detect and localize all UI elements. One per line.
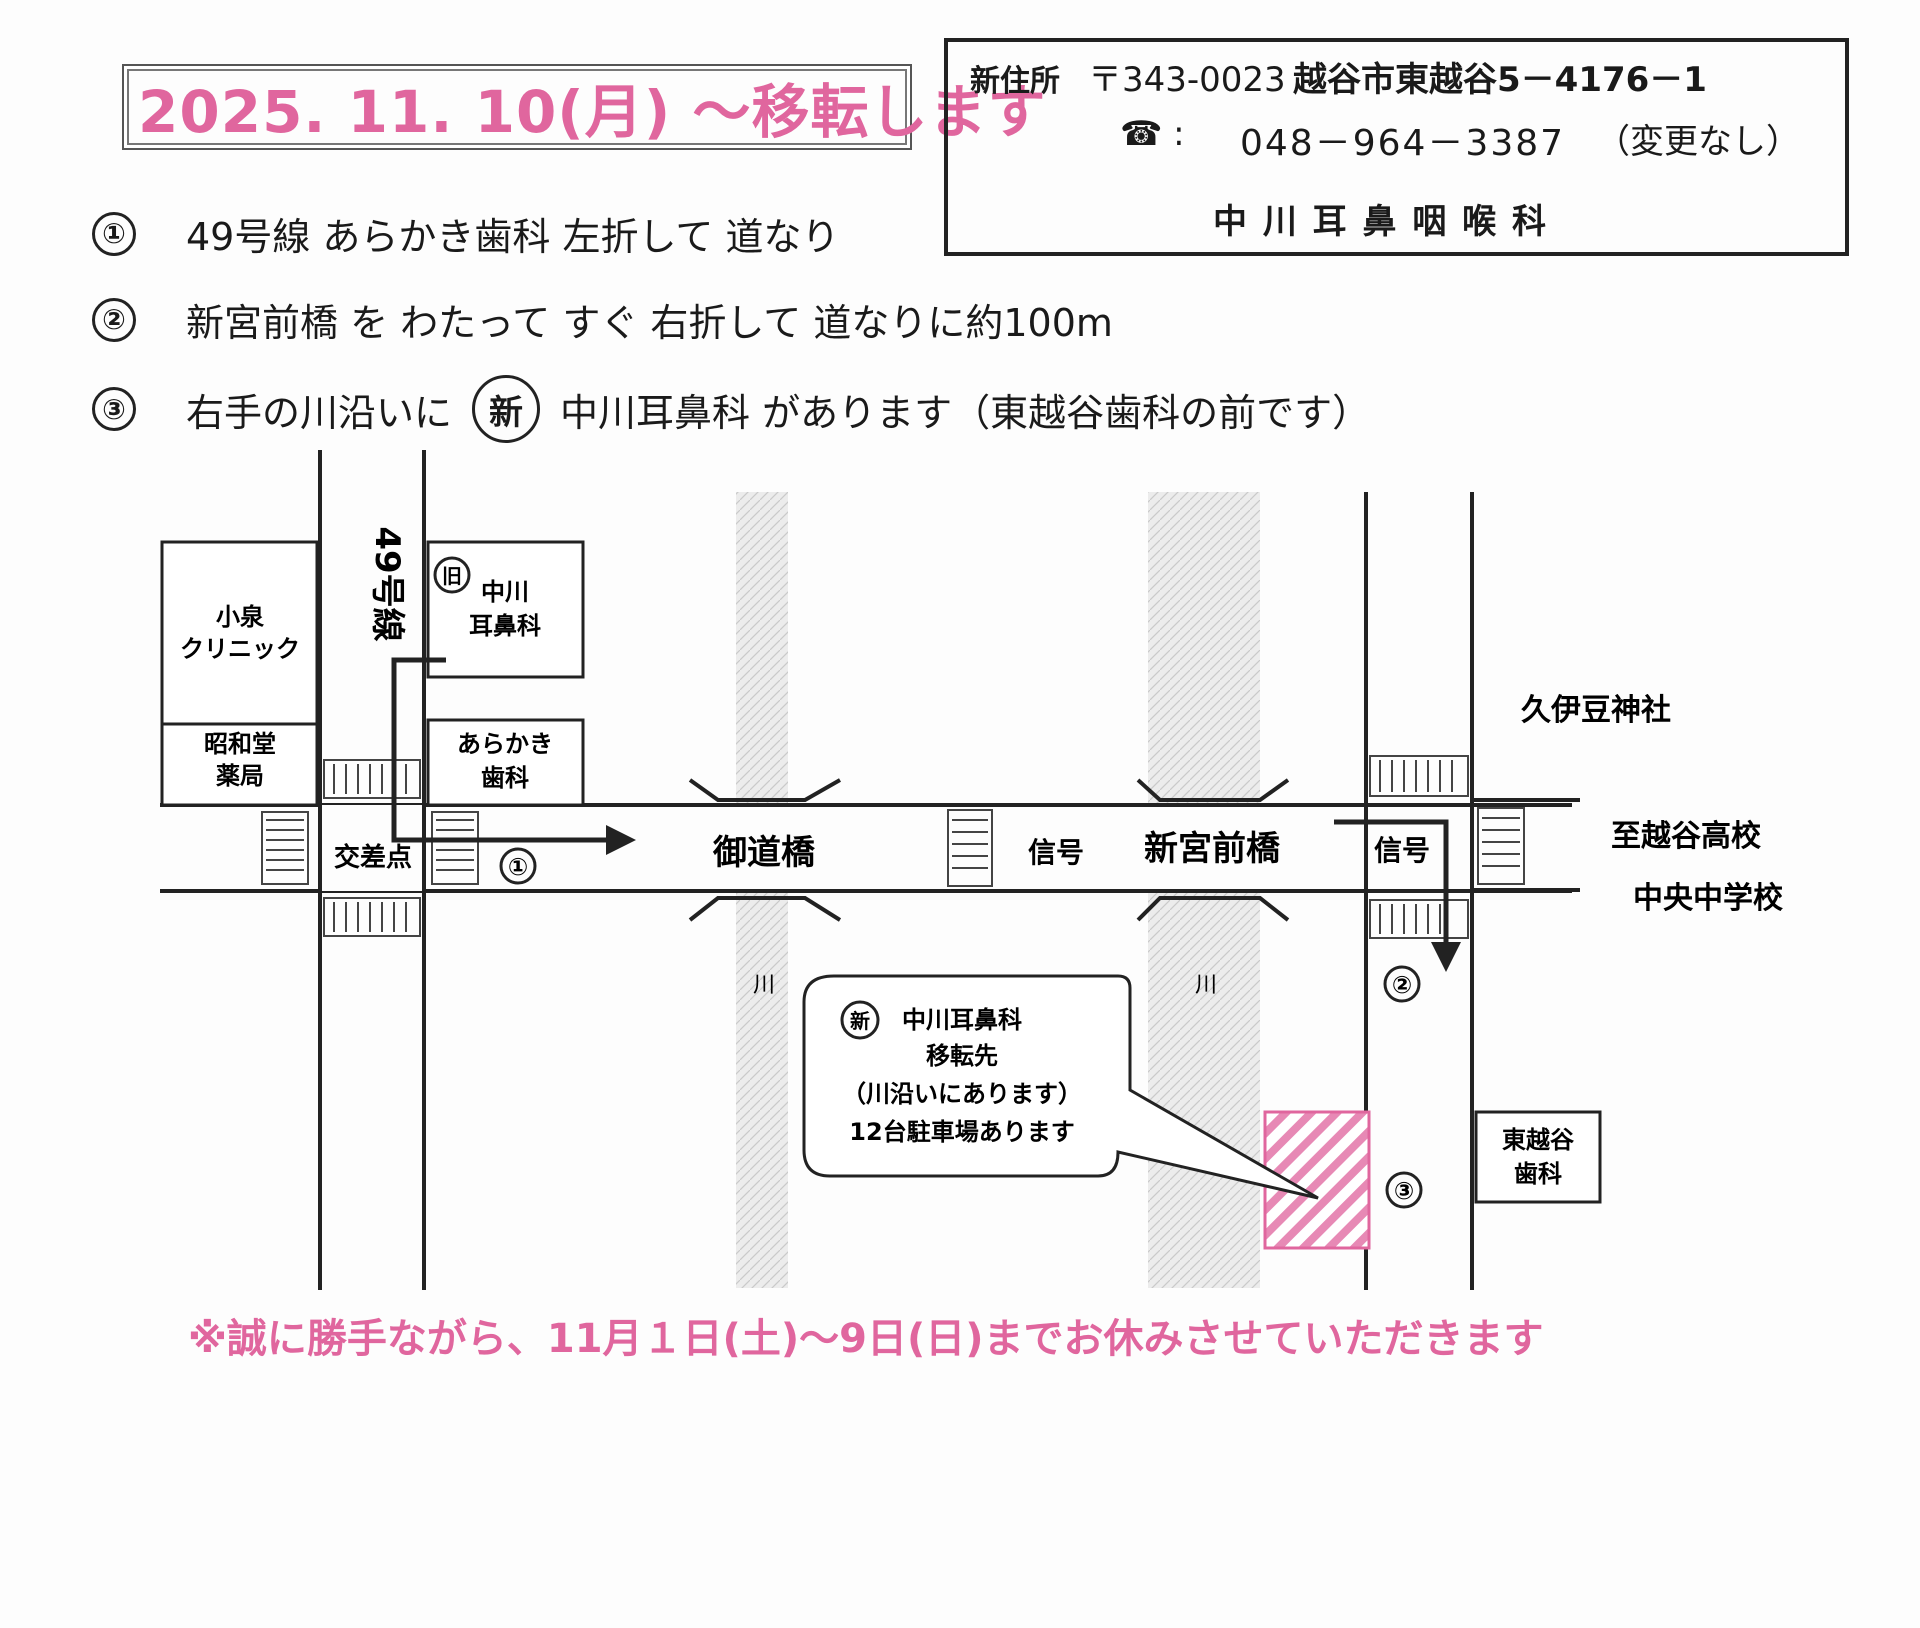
crosswalk-signal-2-north: [1369, 755, 1469, 797]
map-step-3-circle: [1385, 1171, 1423, 1209]
new-address-label: 新住所: [970, 64, 1060, 99]
callout-line-4: 12台駐車場あります: [849, 1118, 1074, 1146]
koizumi-clinic-building: [160, 540, 319, 726]
map-step-2-circle: [1383, 965, 1421, 1003]
higashi-dental-label-1: 東越谷: [1502, 1126, 1575, 1154]
route-49-label: 49号線: [367, 526, 407, 641]
crosswalk-signal-1: [947, 809, 993, 887]
kuizu-shrine-label: 久伊豆神社: [1521, 693, 1671, 728]
step-text-after: 中川耳鼻科 があります（東越谷歯科の前です）: [560, 390, 1371, 435]
holiday-notice: ※誠に勝手ながら、11月１日(土)～9日(日)までお休みさせていただきます: [188, 1316, 1544, 1362]
step-text-before: 右手の川沿いに: [186, 390, 453, 435]
clinic-name: 中 川 耳 鼻 咽 喉 科: [1213, 202, 1549, 242]
callout-new-badge: 新: [850, 1009, 870, 1033]
old-clinic-label-2: 耳鼻科: [469, 612, 541, 640]
crosswalk-north-49: [323, 759, 421, 799]
map-step-1-circle: [499, 847, 537, 885]
direction-step-2: ② 新宮前橋 を わたって すぐ 右折して 道なりに約100m: [92, 292, 1113, 347]
phone-note: （変更なし）: [1596, 122, 1800, 162]
koshigaya-high-label: 至越谷高校: [1611, 819, 1761, 854]
crosswalk-signal-2-east: [1477, 807, 1525, 885]
showado-label-2: 薬局: [216, 762, 264, 790]
callout-line-2: 移転先: [926, 1042, 998, 1070]
old-badge: 旧: [442, 564, 462, 588]
showado-pharmacy-building: [160, 722, 319, 807]
koizumi-label-2: クリニック: [180, 635, 300, 663]
arakaki-label-2: 歯科: [481, 764, 529, 792]
phone-number: 048－964－3387: [1240, 123, 1566, 164]
step-text: 49号線 あらかき歯科 左折して 道なり: [186, 215, 840, 259]
map-step-2: ②: [1392, 971, 1412, 999]
phone-icon: ☎ :: [1120, 114, 1185, 154]
arakaki-label-1: あらかき: [457, 730, 553, 758]
koizumi-label-1: 小泉: [216, 603, 265, 631]
step-text: 新宮前橋 を わたって すぐ 右折して 道なりに約100m: [186, 301, 1113, 345]
crosswalk-signal-2-south: [1369, 899, 1469, 939]
arakaki-dental-building: [426, 718, 585, 807]
direction-step-3: ③ 右手の川沿いに 新 中川耳鼻科 があります（東越谷歯科の前です）: [92, 375, 1370, 443]
river-1-label: 川: [753, 973, 775, 998]
bridge-2-label: 新宮前橋: [1144, 829, 1280, 869]
showado-label-1: 昭和堂: [204, 730, 276, 758]
new-address-box: 新住所 〒343-0023 越谷市東越谷5－4176－1 ☎ : 048－964…: [944, 38, 1849, 256]
higashi-dental-label-2: 歯科: [1514, 1160, 1562, 1188]
move-date-text: 2025. 11. 10(月) ～移転します: [138, 78, 1047, 146]
step-number: ①: [92, 211, 136, 256]
bridge-wings-1: [688, 778, 842, 922]
route-arrow-2: [1334, 819, 1461, 972]
old-badge-circle: [433, 556, 471, 594]
chuo-jhs-label: 中央中学校: [1633, 881, 1783, 916]
callout-balloon: [802, 974, 1319, 1200]
crosswalk-east-49: [431, 811, 479, 885]
callout-line-1: 中川耳鼻科: [902, 1006, 1022, 1034]
crosswalk-south-49: [323, 897, 421, 937]
intersection-label: 交差点: [334, 842, 412, 873]
direction-step-1: ① 49号線 あらかき歯科 左折して 道なり: [92, 206, 839, 261]
bridge-wings-2: [1136, 778, 1290, 922]
callout-new-badge-circle: [840, 1000, 880, 1040]
map-step-3: ③: [1394, 1177, 1414, 1205]
crosswalk-west: [261, 811, 309, 885]
new-badge: 新: [472, 375, 541, 443]
callout-line-3: （川沿いにあります）: [842, 1080, 1082, 1108]
bridge-1-label: 御道橋: [712, 833, 815, 873]
map-step-1: ①: [508, 853, 528, 881]
step-number: ②: [92, 297, 136, 342]
postal-code: 〒343-0023: [1088, 60, 1286, 100]
route-arrow-1: [391, 657, 636, 855]
river-2-label: 川: [1195, 973, 1217, 998]
old-clinic-label-1: 中川: [481, 578, 529, 606]
signal-2-label: 信号: [1374, 834, 1430, 867]
higashi-koshigaya-dental-building: [1474, 1110, 1602, 1204]
move-date-banner: 2025. 11. 10(月) ～移転します: [122, 64, 1046, 150]
street-address: 越谷市東越谷5－4176－1: [1293, 60, 1707, 100]
signal-1-label: 信号: [1028, 836, 1084, 869]
step-number: ③: [92, 387, 136, 431]
